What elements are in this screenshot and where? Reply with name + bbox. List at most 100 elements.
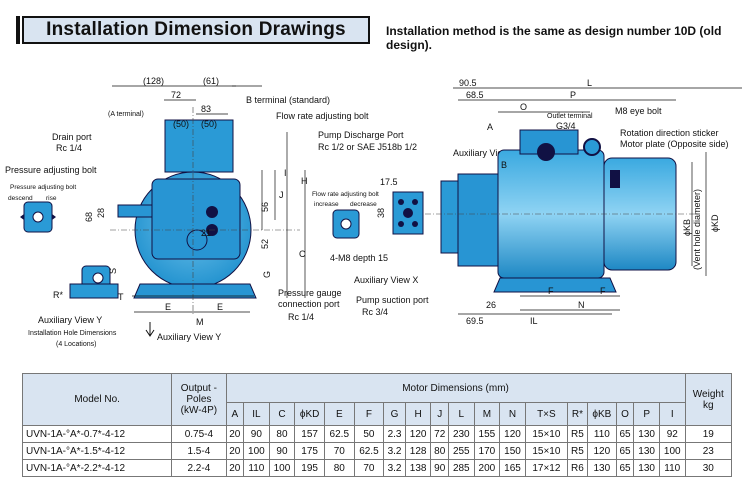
dim-72: 72: [171, 90, 181, 100]
flow-adj-bolt-label: Flow rate adjusting bolt: [276, 111, 369, 121]
g34-label: G3/4: [556, 121, 576, 131]
eye-bolt-icon: [583, 138, 601, 156]
table-cell: UVN-1A-°A*-0.7*-4-12: [21, 425, 173, 443]
motor-dimensions-table: Model No. Output -Poles(kW-4P) Motor Dim…: [21, 373, 733, 477]
table-cell: 17×12: [524, 459, 568, 477]
r-star: R*: [53, 290, 63, 300]
dim-t: T: [118, 292, 124, 302]
table-cell: R5: [566, 425, 588, 443]
pump-discharge-spec: Rc 1/2 or SAE J518b 1/2: [318, 142, 417, 152]
column-header: E: [323, 402, 355, 426]
table-cell: 62.5: [353, 442, 385, 460]
table-cell: 20: [225, 459, 245, 477]
model-header: Model No.: [21, 373, 173, 426]
dim-m: M: [196, 317, 204, 327]
table-cell: 19: [684, 425, 733, 443]
dim-52: 52: [260, 239, 270, 249]
kb2-label: (Vent hole diameter): [692, 189, 702, 270]
a-terminal-label: (A terminal): [108, 111, 144, 118]
dim-56: 56: [260, 202, 270, 212]
rotation-sticker: [610, 170, 620, 188]
column-header: M: [473, 402, 501, 426]
dim-38: 38: [376, 208, 386, 218]
increase-label: increase: [314, 201, 339, 208]
table-cell: 72: [430, 425, 449, 443]
table-cell: 130: [633, 425, 660, 443]
m8-depth-label: 4-M8 depth 15: [330, 253, 388, 263]
decrease-label: decrease: [350, 201, 377, 208]
table-cell: 80: [430, 442, 449, 460]
dim-s: S: [108, 268, 118, 274]
drain-rc-label: Rc 1/4: [56, 143, 82, 153]
table-cell: 150: [499, 442, 526, 460]
table-cell: 90: [268, 442, 296, 460]
dim-50b: (50): [201, 119, 217, 129]
table-cell: 130: [586, 459, 617, 477]
dim-83: 83: [201, 104, 211, 114]
install-holes-label: Installation Hole Dimensions: [28, 330, 117, 337]
aux-view-y2-label: Auxiliary View Y: [157, 332, 221, 342]
dim-e1: E: [165, 302, 171, 312]
table-cell: 62.5: [323, 425, 355, 443]
kb-label: ϕKB: [682, 219, 692, 236]
table-cell: 100: [243, 442, 270, 460]
table-cell: 195: [294, 459, 325, 477]
terminal-box: [164, 119, 234, 173]
dim-h: H: [301, 176, 308, 186]
table-cell: UVN-1A-°A*-1.5*-4-12: [21, 442, 173, 460]
aux-x-plate: [392, 191, 424, 235]
table-cell: 120: [404, 425, 432, 443]
column-header: R*: [566, 402, 588, 426]
pressure-bolt-detail: [20, 201, 56, 233]
table-cell: 90: [243, 425, 270, 443]
dim-28: 28: [96, 208, 106, 218]
dim-b: B: [501, 160, 507, 170]
dim-e2: E: [217, 302, 223, 312]
table-cell: R6: [566, 459, 588, 477]
table-cell: 80: [268, 425, 296, 443]
table-cell: 120: [586, 442, 617, 460]
aux-view-x-label: Auxiliary View X: [453, 148, 517, 158]
g34-port: [537, 143, 555, 161]
output-header: Output -Poles(kW-4P): [171, 373, 227, 426]
table-cell: 110: [586, 425, 617, 443]
table-cell: 2.3: [383, 425, 406, 443]
suction-rc-label: Rc 3/4: [362, 307, 388, 317]
installation-note: Installation method is the same as desig…: [386, 24, 722, 52]
aux-view-x2-label: Auxiliary View X: [354, 275, 418, 285]
table-cell: 120: [499, 425, 526, 443]
flow-bolt-detail: [332, 209, 360, 239]
dim-p: P: [570, 90, 576, 100]
column-header: T×S: [524, 402, 568, 426]
table-cell: 155: [473, 425, 501, 443]
column-header: G: [383, 402, 406, 426]
table-cell: 2.2-4: [171, 459, 227, 477]
table-cell: 50: [353, 425, 385, 443]
dim-l: L: [587, 78, 592, 88]
table-cell: 110: [243, 459, 270, 477]
drain-port-label: Drain port: [52, 132, 92, 142]
table-cell: 15×10: [524, 442, 568, 460]
dim-o: O: [520, 102, 527, 112]
column-header: A: [225, 402, 245, 426]
column-header: N: [499, 402, 526, 426]
table-cell: 65: [615, 425, 635, 443]
column-header: ϕKD: [294, 402, 325, 426]
gauge-port2-label: connection port: [278, 299, 340, 309]
pab-small-label: Pressure adjusting bolt: [10, 184, 76, 191]
motor-dims-header: Motor Dimensions (mm): [225, 373, 686, 403]
four-loc-label: (4 Locations): [56, 341, 96, 348]
table-cell: 255: [447, 442, 475, 460]
table-cell: 92: [658, 425, 686, 443]
gauge-rc-label: Rc 1/4: [288, 312, 314, 322]
dim-a: A: [487, 122, 493, 132]
table-cell: 170: [473, 442, 501, 460]
table-cell: 230: [447, 425, 475, 443]
table-cell: 165: [499, 459, 526, 477]
table-cell: 3.2: [383, 459, 406, 477]
column-header: IL: [243, 402, 270, 426]
descend-label: descend: [8, 195, 33, 202]
